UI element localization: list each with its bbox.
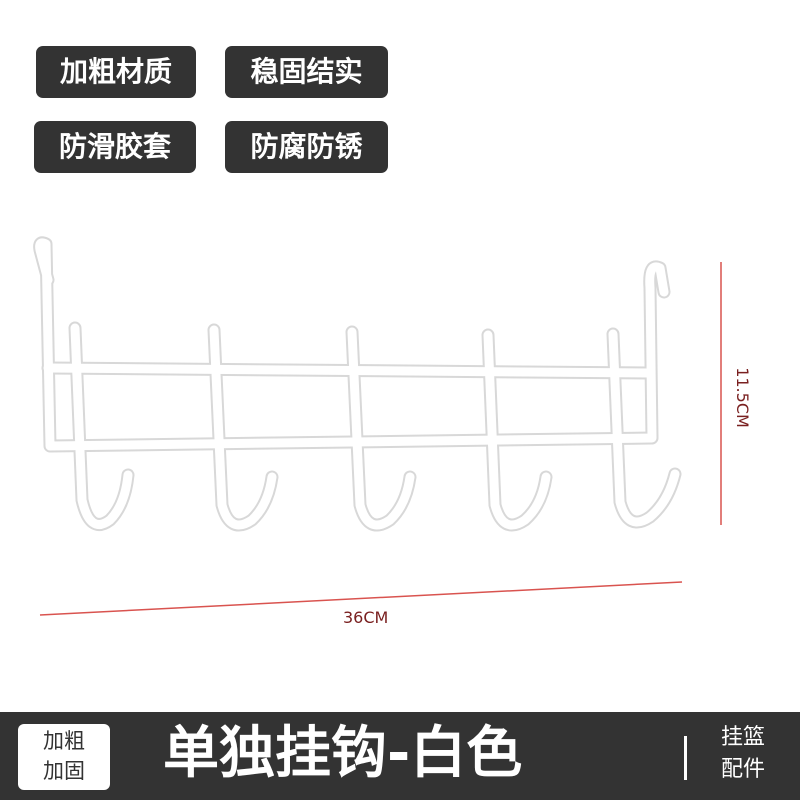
spec-line-1: 加粗 xyxy=(43,729,85,753)
hook-rack-image xyxy=(33,236,722,616)
height-dimension-label: 11.5CM xyxy=(732,367,752,428)
spec-box: 加粗 加固 xyxy=(18,724,110,790)
width-dimension-line xyxy=(39,581,683,616)
feature-tag-anti-slip: 防滑胶套 xyxy=(34,121,196,173)
feature-tag-anti-rust: 防腐防锈 xyxy=(225,121,388,173)
spec-line-2: 加固 xyxy=(43,759,85,783)
feature-tag-sturdy: 稳固结实 xyxy=(225,46,388,98)
divider xyxy=(684,736,687,780)
product-title: 单独挂钩-白色 xyxy=(163,721,523,786)
feature-tag-thick-material: 加粗材质 xyxy=(36,46,196,98)
width-dimension-label: 36CM xyxy=(343,608,389,627)
accessory-label: 挂篮 配件 xyxy=(708,722,778,786)
accessory-line-2: 配件 xyxy=(720,757,765,782)
bottom-banner: 加粗 加固 单独挂钩-白色 挂篮 配件 xyxy=(0,712,800,800)
accessory-line-1: 挂篮 xyxy=(720,725,765,750)
